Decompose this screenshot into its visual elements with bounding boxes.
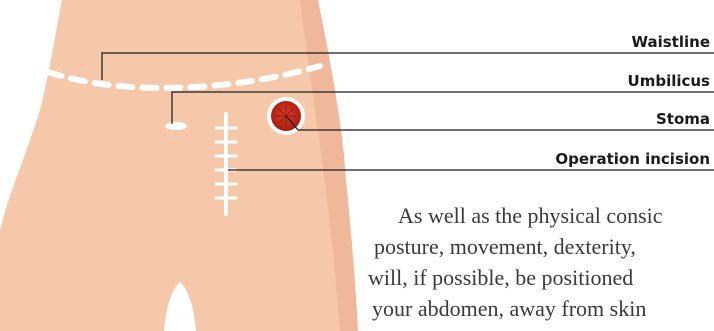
body-paragraph: As well as the physical consic posture, … <box>360 200 714 324</box>
body-line: your abdomen, away from skin <box>372 293 714 324</box>
stoma-leader <box>286 116 714 130</box>
waistline-label: Waistline <box>631 33 710 51</box>
umbilicus-mark <box>165 122 187 130</box>
umbilicus-label: Umbilicus <box>628 72 710 90</box>
stoma-label: Stoma <box>656 110 710 128</box>
body-line: As well as the physical consic <box>398 200 714 231</box>
torso-silhouette <box>0 0 358 331</box>
operation-incision-label: Operation incision <box>555 150 710 168</box>
body-line: will, if possible, be positioned <box>368 262 714 293</box>
body-line: posture, movement, dexterity, <box>374 231 714 262</box>
